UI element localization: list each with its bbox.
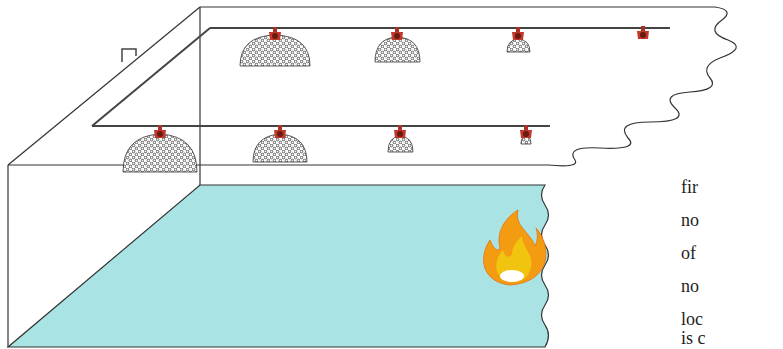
note-text: loc <box>681 310 703 328</box>
floor <box>8 185 549 347</box>
note-text: no <box>681 277 699 295</box>
note-text: no <box>681 211 699 229</box>
sprinkler-heads <box>154 26 649 138</box>
sprinkler-pipes <box>92 28 670 126</box>
room-edges <box>8 7 736 347</box>
water-spray <box>123 35 531 172</box>
fire <box>484 210 546 285</box>
note-text: is c <box>681 329 706 347</box>
note-text: of <box>681 244 696 262</box>
note-text: fir <box>681 178 698 196</box>
